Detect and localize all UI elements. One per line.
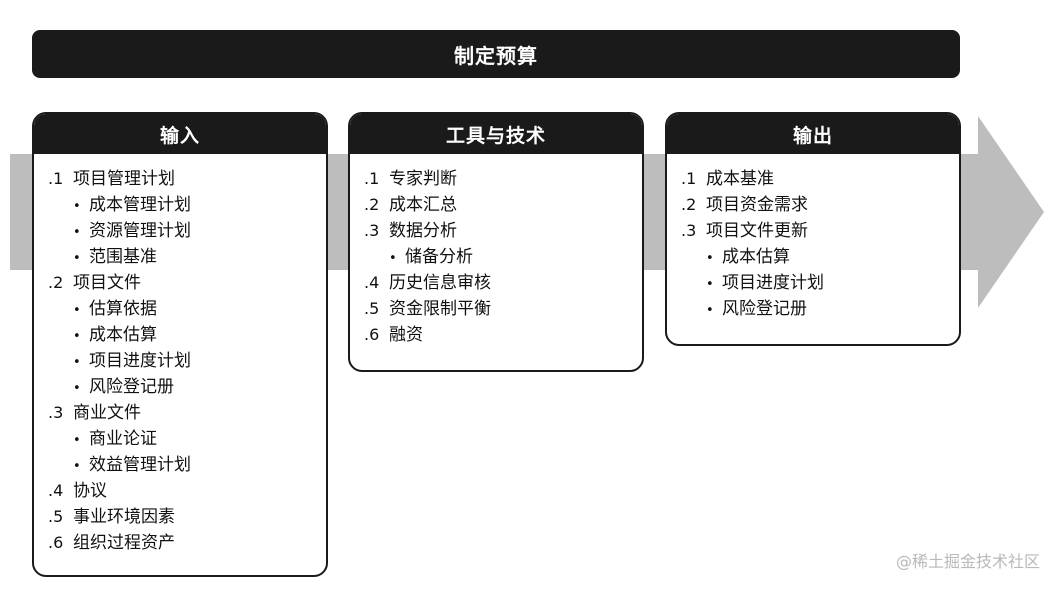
item-number: .5	[48, 507, 64, 526]
bullet-icon: •	[73, 355, 81, 370]
bullet-icon: •	[389, 251, 397, 266]
sub-item-label: 成本管理计划	[89, 195, 191, 215]
inputs-list: .1 项目管理计划 • 成本管理计划 • 资源管理计划 • 范围基准 .2 项目文件 • 估算依据 • 成…	[34, 154, 326, 556]
item-number: .3	[681, 221, 697, 240]
bullet-icon: •	[706, 303, 714, 318]
list-item: .5 事业环境因素	[48, 504, 326, 530]
item-label: 数据分析	[389, 221, 457, 241]
item-label: 成本汇总	[389, 195, 457, 215]
bullet-icon: •	[73, 433, 81, 448]
watermark: @稀土掘金技术社区	[895, 552, 1040, 571]
bullet-icon: •	[73, 459, 81, 474]
page-title: 制定预算	[32, 30, 960, 78]
sub-list-item: • 资源管理计划	[48, 218, 326, 244]
sub-list-item: • 项目进度计划	[681, 270, 959, 296]
item-number: .6	[364, 325, 380, 344]
item-label: 项目资金需求	[706, 195, 808, 215]
sub-item-label: 资源管理计划	[89, 221, 191, 241]
item-number: .2	[364, 195, 380, 214]
sub-list-item: • 项目进度计划	[48, 348, 326, 374]
item-number: .1	[48, 169, 64, 188]
sub-item-label: 估算依据	[89, 299, 157, 319]
item-label: 事业环境因素	[73, 507, 175, 527]
list-item: .3 数据分析	[364, 218, 642, 244]
item-number: .2	[48, 273, 64, 292]
list-item: .6 组织过程资产	[48, 530, 326, 556]
list-item: .2 项目资金需求	[681, 192, 959, 218]
tools-techniques-box: 工具与技术 .1 专家判断 .2 成本汇总 .3 数据分析 • 储备分析 .4 历史信息审核 .5 资…	[348, 112, 644, 372]
list-item: .1 成本基准	[681, 166, 959, 192]
item-label: 融资	[389, 325, 423, 345]
bullet-icon: •	[73, 303, 81, 318]
sub-item-label: 储备分析	[405, 247, 473, 267]
outputs-list: .1 成本基准 .2 项目资金需求 .3 项目文件更新 • 成本估算 • 项目进度计划 • 风险登记册	[667, 154, 959, 322]
sub-list-item: • 风险登记册	[681, 296, 959, 322]
item-label: 协议	[73, 481, 107, 501]
list-item: .1 项目管理计划	[48, 166, 326, 192]
sub-item-label: 项目进度计划	[722, 273, 824, 293]
sub-list-item: • 效益管理计划	[48, 452, 326, 478]
sub-item-label: 项目进度计划	[89, 351, 191, 371]
inputs-header: 输入	[34, 114, 326, 154]
bullet-icon: •	[706, 277, 714, 292]
list-item: .4 协议	[48, 478, 326, 504]
item-label: 历史信息审核	[389, 273, 491, 293]
sub-item-label: 成本估算	[722, 247, 790, 267]
inputs-box: 输入 .1 项目管理计划 • 成本管理计划 • 资源管理计划 • 范围基准 .2 项目文件 • 估算依…	[32, 112, 328, 577]
item-label: 商业文件	[73, 403, 141, 423]
outputs-header: 输出	[667, 114, 959, 154]
outputs-box: 输出 .1 成本基准 .2 项目资金需求 .3 项目文件更新 • 成本估算 • 项目进度计划 • 风险…	[665, 112, 961, 346]
item-label: 资金限制平衡	[389, 299, 491, 319]
list-item: .5 资金限制平衡	[364, 296, 642, 322]
sub-item-label: 商业论证	[89, 429, 157, 449]
item-label: 组织过程资产	[73, 533, 175, 553]
list-item: .3 商业文件	[48, 400, 326, 426]
list-item: .6 融资	[364, 322, 642, 348]
item-label: 项目管理计划	[73, 169, 175, 189]
item-label: 项目文件	[73, 273, 141, 293]
item-label: 项目文件更新	[706, 221, 808, 241]
bullet-icon: •	[73, 251, 81, 266]
item-number: .6	[48, 533, 64, 552]
list-item: .2 项目文件	[48, 270, 326, 296]
item-number: .4	[48, 481, 64, 500]
list-item: .3 项目文件更新	[681, 218, 959, 244]
item-number: .3	[48, 403, 64, 422]
item-label: 专家判断	[389, 169, 457, 189]
item-number: .1	[364, 169, 380, 188]
sub-list-item: • 风险登记册	[48, 374, 326, 400]
item-number: .4	[364, 273, 380, 292]
item-number: .1	[681, 169, 697, 188]
sub-list-item: • 范围基准	[48, 244, 326, 270]
item-number: .5	[364, 299, 380, 318]
sub-list-item: • 成本估算	[48, 322, 326, 348]
sub-item-label: 效益管理计划	[89, 455, 191, 475]
list-item: .2 成本汇总	[364, 192, 642, 218]
sub-list-item: • 商业论证	[48, 426, 326, 452]
sub-list-item: • 储备分析	[364, 244, 642, 270]
sub-list-item: • 估算依据	[48, 296, 326, 322]
bullet-icon: •	[73, 329, 81, 344]
sub-item-label: 风险登记册	[722, 299, 807, 319]
sub-item-label: 范围基准	[89, 247, 157, 267]
list-item: .4 历史信息审核	[364, 270, 642, 296]
bullet-icon: •	[73, 381, 81, 396]
tools-techniques-list: .1 专家判断 .2 成本汇总 .3 数据分析 • 储备分析 .4 历史信息审核 .5 资金限制平衡.…	[350, 154, 642, 348]
bullet-icon: •	[706, 251, 714, 266]
sub-list-item: • 成本估算	[681, 244, 959, 270]
sub-item-label: 成本估算	[89, 325, 157, 345]
item-label: 成本基准	[706, 169, 774, 189]
bullet-icon: •	[73, 225, 81, 240]
tools-techniques-header: 工具与技术	[350, 114, 642, 154]
sub-list-item: • 成本管理计划	[48, 192, 326, 218]
item-number: .2	[681, 195, 697, 214]
bullet-icon: •	[73, 199, 81, 214]
list-item: .1 专家判断	[364, 166, 642, 192]
item-number: .3	[364, 221, 380, 240]
sub-item-label: 风险登记册	[89, 377, 174, 397]
